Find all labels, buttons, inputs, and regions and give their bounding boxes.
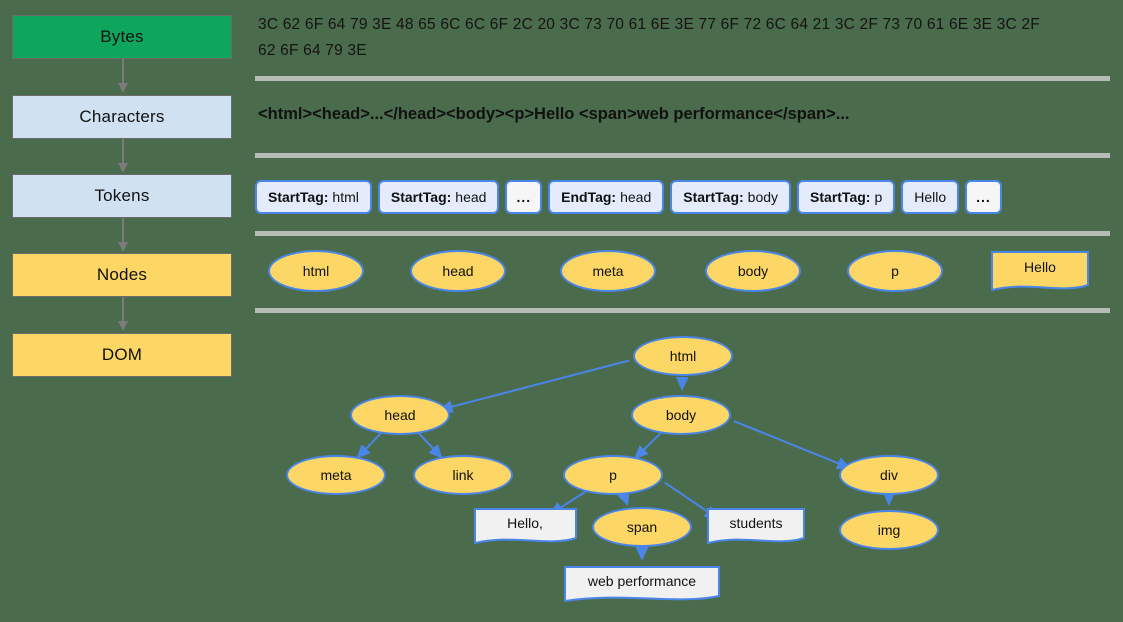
document-shape-icon [991, 251, 1089, 292]
node-label: meta [592, 263, 624, 279]
token-chip[interactable]: StartTag:p [797, 180, 896, 214]
node-chip[interactable]: body [705, 250, 801, 292]
characters-markup-text: <html><head>...</head><body><p>Hello <sp… [258, 105, 850, 123]
tree-node-label: body [665, 407, 697, 423]
tree-edge [733, 420, 852, 470]
pipeline-column: Bytes Characters Tokens Nodes DOM [0, 0, 250, 622]
token-chip[interactable]: StartTag:html [255, 180, 372, 214]
tree-text-node[interactable]: Hello, [473, 507, 578, 547]
token-kind: StartTag: [268, 189, 329, 205]
tree-node-label: html [669, 348, 697, 364]
token-value: head [620, 189, 652, 205]
token-chip[interactable]: EndTag:head [548, 180, 665, 214]
tree-node-label: web performance [587, 573, 697, 589]
tree-node[interactable]: div [839, 455, 939, 495]
document-shape-icon [707, 508, 805, 545]
divider-tokens-nodes [255, 231, 1110, 236]
bytes-hex-text: 3C 62 6F 64 79 3E 48 65 6C 6C 6F 2C 20 3… [258, 16, 1040, 59]
tree-node[interactable]: p [563, 455, 663, 495]
text-node-chip[interactable]: Hello [990, 250, 1090, 294]
pipeline-stage-label: Characters [79, 107, 165, 126]
nodes-row: html head meta body p Hello [255, 250, 1115, 300]
token-value: body [747, 189, 779, 205]
tree-node-label: p [609, 467, 617, 483]
token-value: ... [516, 189, 532, 205]
pipeline-stage-label: Tokens [94, 186, 150, 205]
token-chip[interactable]: Hello [901, 180, 960, 214]
tree-node-label: img [877, 522, 901, 538]
divider-bytes-characters [255, 76, 1110, 81]
tree-text-node[interactable]: students [706, 507, 806, 547]
tree-node-label: students [729, 515, 783, 531]
pipeline-arrow-bytes-to-characters [118, 59, 128, 93]
tree-node[interactable]: link [413, 455, 513, 495]
node-label: html [302, 263, 330, 279]
token-value: p [874, 189, 883, 205]
pipeline-stage-characters[interactable]: Characters [12, 95, 232, 139]
tree-edge [634, 428, 666, 460]
node-label: body [737, 263, 769, 279]
token-chip[interactable]: StartTag:body [670, 180, 792, 214]
detail-column: 3C 62 6F 64 79 3E 48 65 6C 6C 6F 2C 20 3… [250, 0, 1123, 622]
pipeline-arrow-nodes-to-dom [118, 297, 128, 331]
token-value: html [332, 189, 359, 205]
token-value: ... [976, 189, 991, 205]
pipeline-stage-dom[interactable]: DOM [12, 333, 232, 377]
tree-node[interactable]: head [350, 395, 450, 435]
tree-node[interactable]: img [839, 510, 939, 550]
pipeline-stage-label: Bytes [100, 27, 144, 46]
node-chip[interactable]: p [847, 250, 943, 292]
pipeline-stage-bytes[interactable]: Bytes [12, 15, 232, 59]
pipeline-arrow-tokens-to-nodes [118, 218, 128, 252]
pipeline-stage-label: Nodes [96, 265, 148, 284]
tree-edge [356, 429, 385, 459]
token-value: Hello [914, 189, 947, 205]
tree-edge [415, 429, 443, 459]
node-chip[interactable]: html [268, 250, 364, 292]
token-value: head [455, 189, 487, 205]
tree-node-label: meta [320, 467, 352, 483]
document-shape-icon [473, 508, 577, 545]
node-chip[interactable]: head [410, 250, 506, 292]
tree-node[interactable]: span [592, 507, 692, 547]
divider-nodes-dom [255, 308, 1110, 313]
pipeline-arrow-characters-to-tokens [118, 139, 128, 173]
token-kind: StartTag: [683, 189, 744, 205]
tree-node-label: head [384, 407, 416, 423]
token-chip[interactable]: ... [505, 180, 543, 214]
tree-node-label: link [452, 467, 474, 483]
tree-edge [617, 490, 630, 507]
token-kind: StartTag: [390, 189, 452, 205]
tree-edge [438, 359, 630, 413]
pipeline-stage-label: DOM [101, 345, 143, 364]
token-kind: EndTag: [561, 189, 617, 205]
node-label: p [891, 263, 899, 279]
divider-characters-tokens [255, 153, 1110, 158]
tree-node[interactable]: html [633, 336, 733, 376]
node-label: head [442, 263, 474, 279]
tree-node[interactable]: body [631, 395, 731, 435]
token-kind: StartTag: [810, 189, 871, 205]
tree-node-label: Hello, [507, 515, 543, 531]
pipeline-stage-tokens[interactable]: Tokens [12, 174, 232, 218]
tree-node[interactable]: meta [286, 455, 386, 495]
node-chip[interactable]: meta [560, 250, 656, 292]
token-chip[interactable]: StartTag:head [377, 180, 500, 214]
pipeline-stage-nodes[interactable]: Nodes [12, 253, 232, 297]
token-chip[interactable]: ... [965, 180, 1002, 214]
tree-text-node[interactable]: web performance [563, 565, 721, 605]
document-shape-icon [564, 566, 720, 603]
tree-node-label: span [626, 519, 658, 535]
tree-node-label: div [880, 467, 898, 483]
